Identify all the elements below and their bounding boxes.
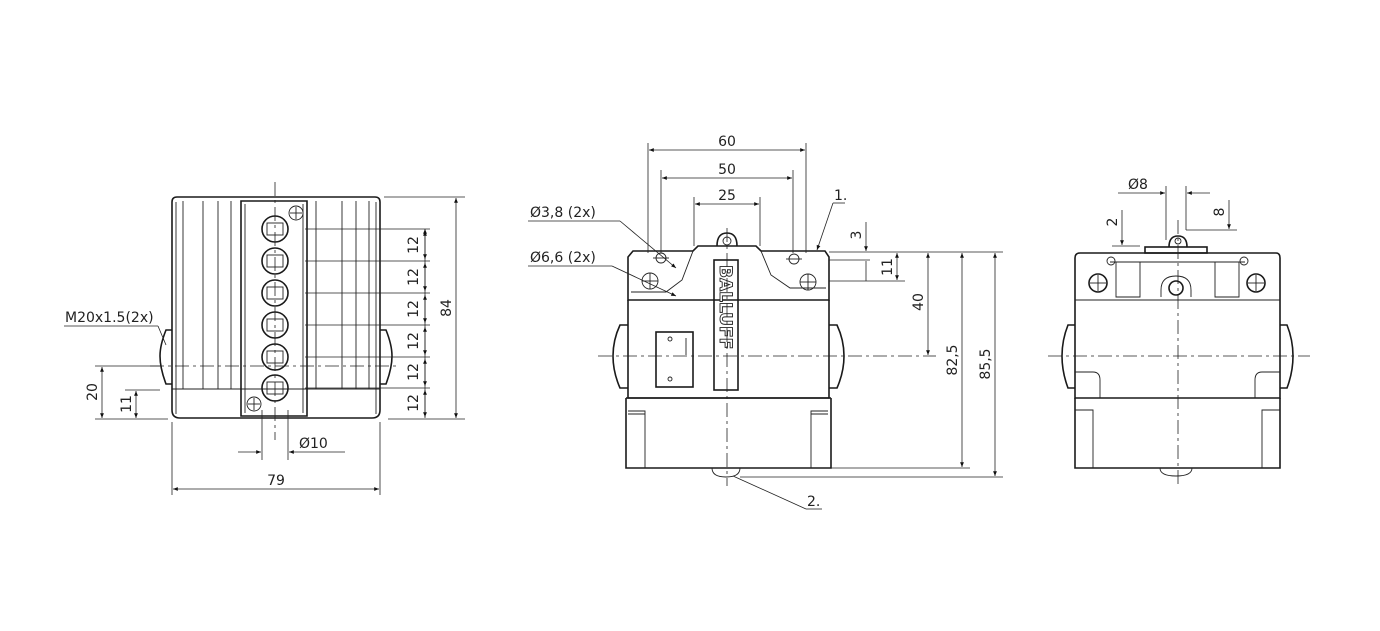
- pitch-dimensions: 12 12 12 12 12 12: [305, 228, 430, 418]
- front-view: BALLUFF 60 50 25 Ø3,8 (2x) Ø6,6 (2x): [528, 134, 1003, 510]
- dim-40: 40: [911, 293, 927, 311]
- dim-85-5: 85,5: [978, 348, 994, 379]
- dim-height-84: 84: [439, 299, 455, 317]
- dim-pitch-3: 12: [406, 300, 422, 318]
- callout-1: 1.: [834, 188, 847, 204]
- dim-diameter-10: Ø10: [299, 436, 328, 452]
- dim-width-79: 79: [267, 473, 285, 489]
- dim-3: 3: [849, 231, 865, 240]
- thread-label: M20x1.5(2x): [65, 310, 154, 326]
- dim-pitch-4: 12: [406, 332, 422, 350]
- brand-logo: BALLUFF: [715, 265, 735, 349]
- dim-25: 25: [718, 188, 736, 204]
- hole-large-label: Ø6,6 (2x): [530, 250, 596, 266]
- dim-60: 60: [718, 134, 736, 150]
- dim-11: 11: [880, 258, 896, 276]
- dim-50: 50: [718, 162, 736, 178]
- dim-diameter-8: Ø8: [1128, 177, 1148, 193]
- dim-2: 2: [1105, 218, 1121, 227]
- dim-pitch-6: 12: [406, 394, 422, 412]
- dim-11: 11: [119, 395, 135, 413]
- dim-8: 8: [1212, 208, 1228, 217]
- rear-view: Ø8 8 2: [1048, 177, 1310, 488]
- callout-2: 2.: [807, 494, 820, 510]
- label-plate: [655, 331, 694, 388]
- dim-pitch-2: 12: [406, 268, 422, 286]
- dim-20: 20: [85, 383, 101, 401]
- dim-82-5: 82,5: [945, 344, 961, 375]
- hole-small-label: Ø3,8 (2x): [530, 205, 596, 221]
- brand-logo-panel: [713, 259, 739, 391]
- side-view: 12 12 12 12 12 12 84 79 Ø10 20 11: [64, 182, 465, 495]
- dim-pitch-5: 12: [406, 363, 422, 381]
- dim-pitch-1: 12: [406, 236, 422, 254]
